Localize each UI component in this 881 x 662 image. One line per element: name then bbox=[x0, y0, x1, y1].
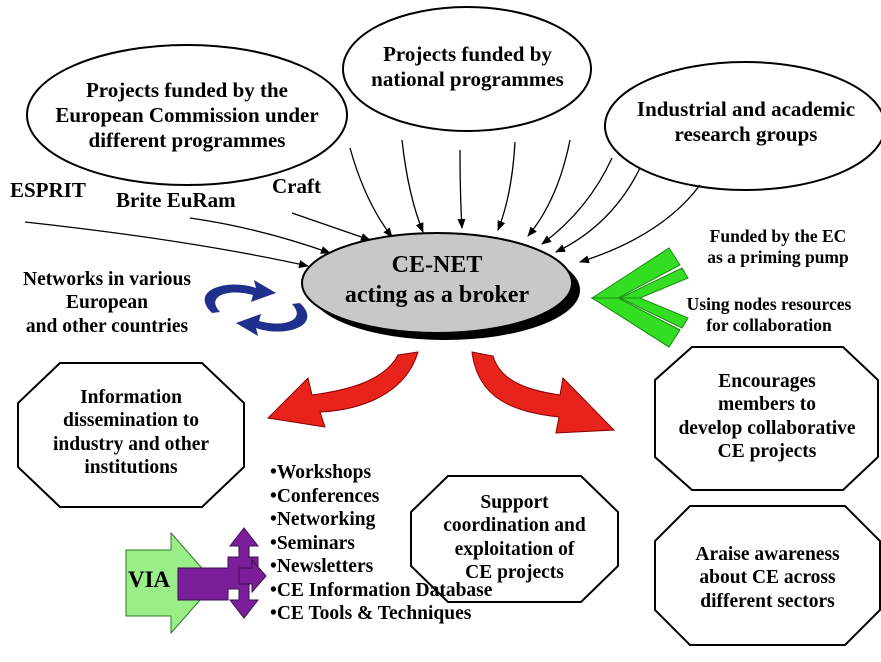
dissemination-octagon bbox=[17, 362, 245, 508]
via-arrow bbox=[125, 531, 216, 635]
esprit-label: ESPRIT bbox=[10, 178, 86, 202]
research-groups-line-1: Industrial and academic bbox=[636, 97, 856, 121]
broker-title: CE-NET bbox=[391, 252, 483, 278]
national-projects-ellipse bbox=[342, 6, 592, 132]
exchange-cycle-icon bbox=[204, 280, 308, 336]
activity-item: •Newsletters bbox=[270, 556, 374, 577]
networks-line-3: and other countries bbox=[25, 315, 189, 337]
ec-projects-line-3: different programmes bbox=[88, 128, 286, 153]
left-red-arrow bbox=[266, 351, 419, 428]
funding-secondary-line-2: for collaboration bbox=[706, 315, 832, 335]
encourages-label: Encourages members to develop collaborat… bbox=[657, 370, 877, 464]
support-line-3: exploitation of bbox=[454, 538, 575, 560]
networks-label: Networks in various European and other c… bbox=[2, 268, 212, 338]
broker-subtitle: acting as a broker bbox=[344, 282, 530, 308]
via-label: VIA bbox=[128, 567, 171, 592]
dissemination-line-3: industry and other bbox=[52, 433, 210, 455]
dissemination-line-1: Information bbox=[80, 387, 182, 408]
support-octagon bbox=[410, 475, 619, 603]
awareness-line-3: different sectors bbox=[700, 590, 835, 612]
green-funding-arrow bbox=[590, 247, 689, 348]
ec-projects-line-1: Projects funded by the bbox=[85, 78, 289, 102]
activity-item: •Networking bbox=[270, 509, 376, 530]
ec-projects-ellipse bbox=[26, 44, 348, 186]
national-projects-line-1: Projects funded by bbox=[383, 42, 552, 66]
networks-line-2: European bbox=[66, 292, 148, 314]
dissemination-line-4: institutions bbox=[84, 457, 178, 479]
awareness-line-2: about CE across bbox=[699, 567, 836, 589]
awareness-octagon bbox=[654, 505, 881, 646]
activities-list: •Workshops •Conferences •Networking •Sem… bbox=[270, 461, 492, 626]
national-projects-line-2: national programmes bbox=[371, 67, 564, 92]
ec-projects-label: Projects funded by the European Commissi… bbox=[52, 78, 322, 154]
dissemination-label: Information dissemination to industry an… bbox=[20, 386, 242, 480]
encourages-line-2: members to bbox=[717, 394, 816, 416]
support-line-1: Support bbox=[480, 492, 549, 513]
activity-item: •Conferences bbox=[270, 485, 380, 507]
support-line-2: coordination and bbox=[443, 515, 586, 537]
activity-item: •CE Information Database bbox=[270, 579, 493, 601]
encourages-line-1: Encourages bbox=[718, 371, 816, 392]
encourages-line-3: develop collaborative bbox=[678, 417, 856, 439]
research-groups-label: Industrial and academic research groups bbox=[615, 97, 877, 147]
encourages-line-4: CE projects bbox=[717, 441, 817, 463]
funding-secondary-label: Using nodes resources for collaboration bbox=[660, 294, 878, 336]
funding-primary-line-2: as a priming pump bbox=[707, 247, 849, 267]
ec-projects-line-2: European Commission under bbox=[55, 103, 319, 128]
support-label: Support coordination and exploitation of… bbox=[413, 491, 616, 585]
broker-label: CE-NET acting as a broker bbox=[308, 250, 566, 310]
activity-item: •CE Tools & Techniques bbox=[270, 603, 472, 624]
research-groups-line-2: research groups bbox=[674, 122, 818, 147]
broker-ellipse bbox=[301, 232, 573, 334]
brite-euram-label: Brite EuRam bbox=[116, 188, 236, 212]
funding-primary-line-1: Funded by the EC bbox=[709, 226, 847, 246]
national-projects-label: Projects funded by national programmes bbox=[355, 42, 580, 92]
support-line-4: CE projects bbox=[465, 562, 564, 584]
funding-primary-label: Funded by the EC as a priming pump bbox=[678, 226, 878, 268]
activity-item: •Seminars bbox=[270, 532, 355, 554]
red-outcome-arrows bbox=[266, 351, 616, 434]
craft-label: Craft bbox=[272, 174, 321, 198]
research-groups-ellipse bbox=[604, 61, 881, 191]
activity-item: •Workshops bbox=[270, 462, 372, 483]
dissemination-line-2: dissemination to bbox=[63, 410, 199, 432]
networks-line-1: Networks in various bbox=[23, 269, 191, 290]
encourages-octagon bbox=[654, 346, 879, 491]
awareness-label: Araise awareness about CE across differe… bbox=[657, 543, 878, 613]
inflow-arrows bbox=[24, 139, 701, 268]
purple-branch-arrow bbox=[177, 527, 267, 619]
funding-secondary-line-1: Using nodes resources bbox=[686, 294, 852, 314]
awareness-line-1: Araise awareness bbox=[695, 544, 840, 565]
right-red-arrow bbox=[471, 351, 616, 434]
